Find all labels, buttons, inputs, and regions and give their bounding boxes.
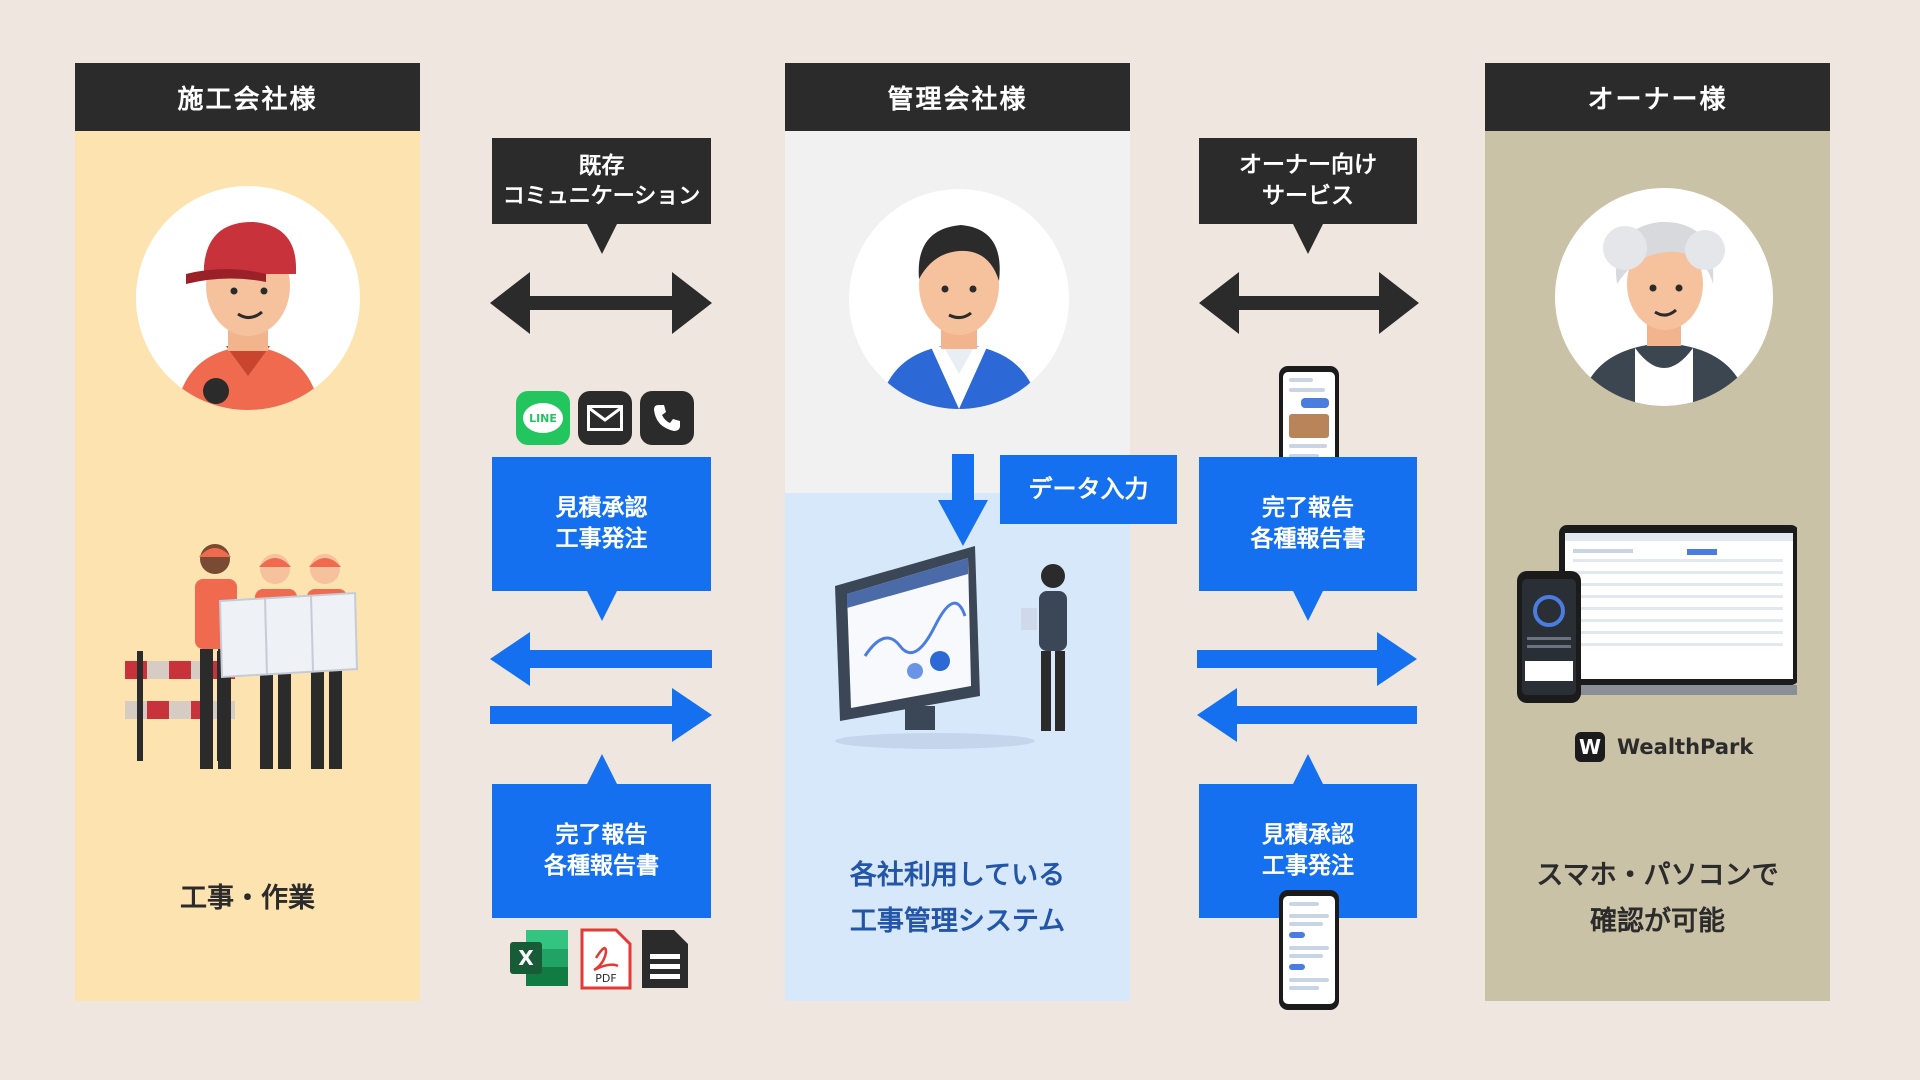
bidirectional-arrow-right xyxy=(1199,272,1419,334)
flow-arrow-from-owner xyxy=(1197,688,1417,742)
owner-service-line2: サービス xyxy=(1262,183,1354,209)
wealthpark-logo-text: WealthPark xyxy=(1617,735,1754,759)
contractor-avatar xyxy=(136,186,360,410)
owner-panel: W WealthPark スマホ・パソコンで 確認が可能 xyxy=(1485,131,1830,1001)
manager-title: 管理会社様 xyxy=(785,63,1130,131)
owner-caption-1: スマホ・パソコンで xyxy=(1536,860,1779,891)
existing-communication-line1: 既存 xyxy=(578,152,625,179)
contractor-panel: 工事・作業 xyxy=(75,131,420,1001)
completion-report-tail-right xyxy=(1293,591,1323,621)
manager-caption-1: 各社利用している xyxy=(849,860,1066,891)
contractor-caption: 工事・作業 xyxy=(180,883,315,914)
flow-arrow-to-manager xyxy=(490,688,712,742)
data-entry-label: データ入力 xyxy=(1000,455,1177,524)
flow-arrow-to-contractor xyxy=(490,632,712,686)
contractor-title: 施工会社様 xyxy=(75,63,420,131)
existing-communication-label: 既存 コミュニケーション xyxy=(492,138,711,224)
owner-service-label: オーナー向け サービス xyxy=(1199,138,1417,224)
completion-report-line2: 各種報告書 xyxy=(544,853,659,879)
manager-caption-2: 工事管理システム xyxy=(849,906,1066,937)
pdf-label: PDF xyxy=(595,972,616,985)
wealthpark-brand: W WealthPark xyxy=(1575,731,1753,763)
phone-list-screen xyxy=(1283,896,1335,1004)
existing-communication-line2: コミュニケーション xyxy=(502,183,701,209)
estimate-approval-right-line1: 見積承認 xyxy=(1262,821,1354,848)
owner-title: オーナー様 xyxy=(1485,63,1830,131)
excel-icon: X xyxy=(508,928,570,988)
completion-report-tail-left xyxy=(587,754,617,784)
existing-communication-tail xyxy=(587,224,617,254)
chat-photo xyxy=(1289,414,1329,438)
manager-avatar xyxy=(849,189,1069,409)
line-app-icon: LINE xyxy=(516,391,570,445)
mail-icon xyxy=(578,391,632,445)
estimate-approval-right-line2: 工事発注 xyxy=(1262,853,1354,879)
manager-panel: 各社利用している 工事管理システム xyxy=(785,131,1130,1001)
wealthpark-logo-icon: W xyxy=(1575,732,1605,762)
contractor-column: 施工会社様 xyxy=(75,63,420,1001)
completion-report-right-line2: 各種報告書 xyxy=(1250,526,1366,552)
completion-report-callout-left: 完了報告 各種報告書 xyxy=(492,784,711,918)
pdf-icon: PDF xyxy=(580,928,632,990)
owner-service-tail xyxy=(1293,224,1323,254)
completion-report-right-line1: 完了報告 xyxy=(1262,494,1354,521)
completion-report-callout-right: 完了報告 各種報告書 xyxy=(1199,457,1417,591)
estimate-approval-line2: 工事発注 xyxy=(555,526,648,552)
excel-letter: X xyxy=(518,946,534,970)
construction-workers-illustration xyxy=(125,541,370,781)
estimate-approval-line1: 見積承認 xyxy=(555,494,648,521)
manager-column: 管理会社様 xyxy=(785,63,1130,1001)
phone-icon xyxy=(640,391,694,445)
flow-arrow-to-owner xyxy=(1197,632,1417,686)
estimate-approval-tail-left xyxy=(587,591,617,621)
wealthpark-devices xyxy=(1517,525,1797,705)
bidirectional-arrow-left xyxy=(490,272,712,334)
owner-column: オーナー様 xyxy=(1485,63,1830,1001)
data-entry-arrow xyxy=(938,454,988,550)
owner-caption-2: 確認が可能 xyxy=(1590,906,1725,937)
owner-avatar xyxy=(1555,188,1773,406)
owner-service-line1: オーナー向け xyxy=(1239,151,1377,178)
phone-mockup-list xyxy=(1279,890,1339,1010)
line-app-icon-bubble: LINE xyxy=(523,403,563,433)
completion-report-line1: 完了報告 xyxy=(555,821,648,848)
document-icon xyxy=(640,928,690,990)
estimate-approval-tail-right xyxy=(1293,754,1323,784)
estimate-approval-callout-left: 見積承認 工事発注 xyxy=(492,457,711,591)
system-illustration xyxy=(825,546,1100,756)
